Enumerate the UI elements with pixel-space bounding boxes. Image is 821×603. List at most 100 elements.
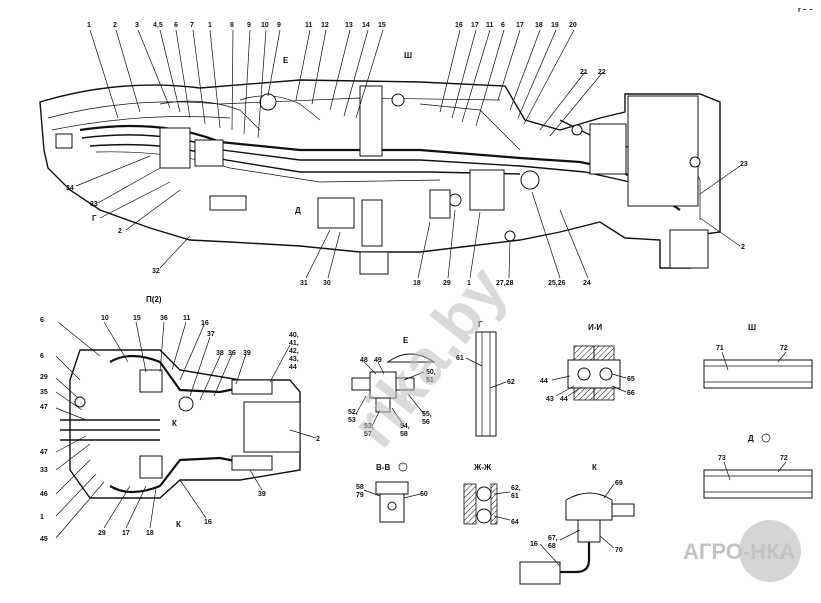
- callout: 32: [152, 268, 160, 275]
- callout: 6: [174, 22, 178, 29]
- callout: 10: [101, 315, 109, 322]
- callout: 56: [422, 419, 430, 426]
- callout: 58: [400, 431, 408, 438]
- callout: 30: [323, 280, 331, 287]
- callout: 62,: [511, 485, 521, 492]
- callout: 49: [374, 357, 382, 364]
- ii-bolt-left: [577, 367, 591, 381]
- callout: 34: [66, 185, 74, 192]
- callout: 11: [183, 315, 191, 322]
- callout: 72: [780, 455, 788, 462]
- view-k-title: К: [592, 463, 597, 472]
- view-e: Е 48 49 50, 51 52, 53 53, 57 54, 58 55, …: [348, 336, 436, 438]
- p2-marker-k: К: [172, 419, 177, 428]
- k-union: [611, 503, 635, 517]
- callout: 31: [300, 280, 308, 287]
- callout: 79: [356, 492, 364, 499]
- fitting-f: [689, 156, 701, 168]
- callout: 36: [228, 350, 236, 357]
- callout: 44: [560, 396, 568, 403]
- callout: 39: [258, 491, 266, 498]
- callout: 41,: [289, 340, 299, 347]
- callout: 53: [348, 417, 356, 424]
- main-assembly-view: 1 2 3 4,5 6 7 1 8 9 10 9 11 12 13 14 15 …: [39, 22, 748, 287]
- callout: 29: [98, 530, 106, 537]
- callout: 1: [40, 514, 44, 521]
- fitting-c: [448, 193, 462, 207]
- p2-pipe-top: [231, 379, 273, 395]
- callout: 61: [511, 493, 519, 500]
- callout: 44: [540, 378, 548, 385]
- view-zhzh-title: Ж-Ж: [473, 463, 492, 472]
- callout: 1: [208, 22, 212, 29]
- view-e-title: Е: [403, 336, 409, 345]
- callout: 65: [627, 376, 635, 383]
- ii-clamp-top-left: [573, 345, 595, 361]
- callout: 71: [716, 345, 724, 352]
- callout: 48: [360, 357, 368, 364]
- callout: 43,: [289, 356, 299, 363]
- callout: 3: [135, 22, 139, 29]
- callout: 29: [443, 280, 451, 287]
- sh-pipe-section: [703, 359, 813, 389]
- lower-mount: [359, 251, 389, 275]
- callout: 20: [569, 22, 577, 29]
- view-p2-title: П(2): [146, 295, 162, 304]
- callout: 6: [40, 317, 44, 324]
- callout: 6: [501, 22, 505, 29]
- p2-pipe-bottom: [231, 455, 273, 471]
- callout: 9: [247, 22, 251, 29]
- callout: 44: [289, 364, 297, 371]
- callout: 29: [40, 374, 48, 381]
- ii-clamp-top-right: [593, 345, 615, 361]
- fitting-b: [391, 93, 405, 107]
- p2-left-fitting: [74, 396, 86, 408]
- callout: 43: [546, 396, 554, 403]
- callout: 36: [160, 315, 168, 322]
- view-p2: П(2): [40, 295, 320, 543]
- fitting-e: [571, 124, 583, 136]
- callout: 52,: [348, 409, 358, 416]
- callout: 18: [146, 530, 154, 537]
- callout: 68: [548, 543, 556, 550]
- section-mark-sh: Ш: [404, 51, 412, 60]
- callout: 46: [40, 491, 48, 498]
- callout: 69: [615, 480, 623, 487]
- callout: 2: [118, 228, 122, 235]
- callout: 67,: [548, 535, 558, 542]
- view-g-title: Г: [478, 320, 483, 329]
- callout: 6: [40, 353, 44, 360]
- callout: 66: [627, 390, 635, 397]
- callout: 64: [511, 519, 519, 526]
- view-sh-title: Ш: [748, 323, 756, 332]
- callout: 1: [87, 22, 91, 29]
- hydraulic-tank: [317, 197, 355, 229]
- callout: 21: [580, 69, 588, 76]
- brand-logo-circle: [739, 520, 801, 582]
- callout: 24: [583, 280, 591, 287]
- callout: 58: [356, 484, 364, 491]
- rotary-joint: [520, 170, 540, 190]
- callout: 55,: [422, 411, 432, 418]
- bottom-leader-lines: [305, 191, 589, 279]
- callout: 47: [40, 449, 48, 456]
- p2-fitting-bottom: [139, 455, 163, 479]
- callout: 12: [321, 22, 329, 29]
- e-bottom-port: [375, 397, 391, 413]
- callout: 13: [345, 22, 353, 29]
- callout: 19: [551, 22, 559, 29]
- vv-body: [379, 493, 405, 523]
- callout: 33: [40, 467, 48, 474]
- view-vv-rotation-symbol: [398, 462, 408, 472]
- zhzh-clamp: [490, 483, 498, 525]
- callout: 40,: [289, 332, 299, 339]
- callout: 73: [718, 455, 726, 462]
- top-leader-lines: [89, 29, 575, 139]
- callout: 16: [201, 320, 209, 327]
- callout: 22: [598, 69, 606, 76]
- callout: 18: [535, 22, 543, 29]
- view-ii-title: И-И: [588, 323, 602, 332]
- view-vv: В-В 58 79 60: [356, 462, 428, 523]
- section-mark-e: Е: [283, 56, 289, 65]
